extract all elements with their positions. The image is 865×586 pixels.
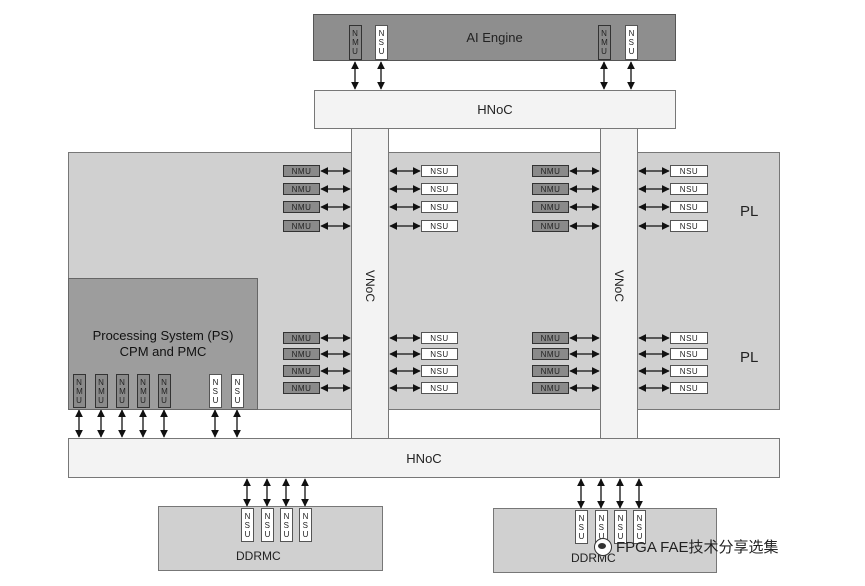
vnoc-left-label: VNoC — [362, 269, 377, 303]
pl-nsu-l8: NSU — [421, 382, 458, 394]
pl-label-bottom: PL — [740, 349, 759, 366]
pl-nsu-r8: NSU — [670, 382, 708, 394]
ps-title-line1: Processing System (PS) — [92, 328, 234, 343]
pl-nmu-l1: NMU — [283, 165, 320, 177]
pl-nsu-l4: NSU — [421, 220, 458, 232]
pl-nmu-l3: NMU — [283, 201, 320, 213]
pl-nsu-l5: NSU — [421, 332, 458, 344]
pl-nmu-l5: NMU — [283, 332, 320, 344]
pl-nmu-r4: NMU — [532, 220, 569, 232]
hnoc-bottom-label: HNoC — [406, 450, 442, 466]
pl-nmu-r1: NMU — [532, 165, 569, 177]
pl-nsu-l3: NSU — [421, 201, 458, 213]
pl-label-top: PL — [740, 203, 759, 220]
pl-nsu-r1: NSU — [670, 165, 708, 177]
pl-nsu-l7: NSU — [421, 365, 458, 377]
pl-nsu-r7: NSU — [670, 365, 708, 377]
pl-nsu-l6: NSU — [421, 348, 458, 360]
ps-title: Processing System (PS) CPM and PMC — [68, 328, 258, 360]
hnoc-bottom: HNoC — [68, 438, 780, 478]
pl-nmu-r6: NMU — [532, 348, 569, 360]
pl-nsu-r5: NSU — [670, 332, 708, 344]
ps-title-line2: CPM and PMC — [119, 344, 207, 359]
pl-nmu-r2: NMU — [532, 183, 569, 195]
vnoc-right-label-wrap: VNoC — [600, 270, 638, 302]
vnoc-left-label-wrap: VNoC — [351, 270, 389, 302]
watermark: FPGA FAE技术分享选集 — [594, 536, 779, 557]
pl-nmu-l7: NMU — [283, 365, 320, 377]
pl-nsu-r4: NSU — [670, 220, 708, 232]
pl-nsu-l1: NSU — [421, 165, 458, 177]
watermark-text: FPGA FAE技术分享选集 — [616, 539, 779, 556]
pl-nmu-l8: NMU — [283, 382, 320, 394]
wechat-icon — [594, 537, 612, 556]
pl-nmu-r8: NMU — [532, 382, 569, 394]
hnoc-top: HNoC — [314, 90, 676, 129]
pl-nmu-r7: NMU — [532, 365, 569, 377]
pl-nsu-r3: NSU — [670, 201, 708, 213]
ai-engine-label: AI Engine — [466, 30, 523, 45]
pl-nsu-l2: NSU — [421, 183, 458, 195]
ddrmc-left-label: DDRMC — [236, 549, 281, 563]
vnoc-right — [600, 128, 638, 440]
pl-nsu-r2: NSU — [670, 183, 708, 195]
hnoc-top-label: HNoC — [477, 102, 513, 117]
pl-nmu-r5: NMU — [532, 332, 569, 344]
pl-nsu-r6: NSU — [670, 348, 708, 360]
ai-engine-block: AI Engine — [313, 14, 676, 61]
pl-nmu-r3: NMU — [532, 201, 569, 213]
vnoc-right-label: VNoC — [611, 269, 626, 303]
pl-nmu-l4: NMU — [283, 220, 320, 232]
pl-nmu-l2: NMU — [283, 183, 320, 195]
pl-nmu-l6: NMU — [283, 348, 320, 360]
